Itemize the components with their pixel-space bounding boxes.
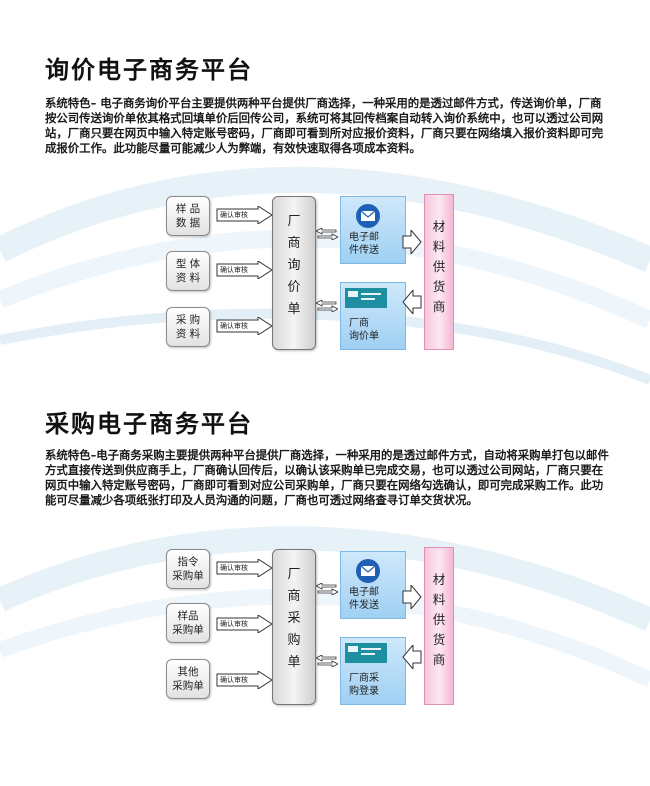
source-box: 样品 采购单 [166, 603, 210, 643]
right-arrow-icon [402, 230, 422, 254]
source-box: 型 体 资 料 [166, 251, 210, 291]
source-box: 其他 采购单 [166, 659, 210, 699]
center-box: 厂 商 采 购 单 [272, 549, 316, 705]
section2-paragraph: 系统特色–电子商务采购主要提供两种平台提供厂商选择，一种采用的是透过邮件方式，自… [45, 448, 609, 507]
email-box: 电子邮 件传送 [340, 196, 406, 264]
source-box: 样 品 数 据 [166, 196, 210, 236]
confirm-arrow: 确认审核 [216, 671, 274, 689]
email-icon [356, 559, 380, 583]
confirm-arrow: 确认审核 [216, 206, 274, 224]
supplier-box: 材 料 供 货 商 [424, 194, 454, 350]
email-box: 电子邮 件发送 [340, 551, 406, 619]
double-arrow-icon [316, 228, 338, 240]
section2-title: 采购电子商务平台 [45, 410, 253, 438]
source-box: 指令 采购单 [166, 549, 210, 589]
section1-diagram: 样 品 数 据 型 体 资 料 采 购 资 料 确认审核 确认审核 确认审核 厂… [0, 190, 650, 360]
section1-title: 询价电子商务平台 [45, 56, 253, 84]
web-box: 厂商采 购登录 [340, 637, 406, 705]
card-icon [345, 288, 387, 308]
center-box: 厂 商 询 价 单 [272, 196, 316, 350]
email-icon [356, 204, 380, 228]
left-arrow-icon [402, 645, 422, 669]
double-arrow-icon [316, 655, 338, 667]
right-arrow-icon [402, 585, 422, 609]
source-box: 采 购 资 料 [166, 307, 210, 347]
double-arrow-icon [316, 300, 338, 312]
confirm-arrow: 确认审核 [216, 317, 274, 335]
confirm-arrow: 确认审核 [216, 559, 274, 577]
double-arrow-icon [316, 583, 338, 595]
left-arrow-icon [402, 290, 422, 314]
card-icon [345, 643, 387, 663]
confirm-arrow: 确认审核 [216, 615, 274, 633]
section2-diagram: 指令 采购单 样品 采购单 其他 采购单 确认审核 确认审核 确认审核 厂 商 … [0, 545, 650, 715]
confirm-arrow: 确认审核 [216, 261, 274, 279]
web-box: 厂商 询价单 [340, 282, 406, 350]
section1-paragraph: 系统特色– 电子商务询价平台主要提供两种平台提供厂商选择，一种采用的是透过邮件方… [45, 96, 604, 155]
supplier-box: 材 料 供 货 商 [424, 547, 454, 705]
